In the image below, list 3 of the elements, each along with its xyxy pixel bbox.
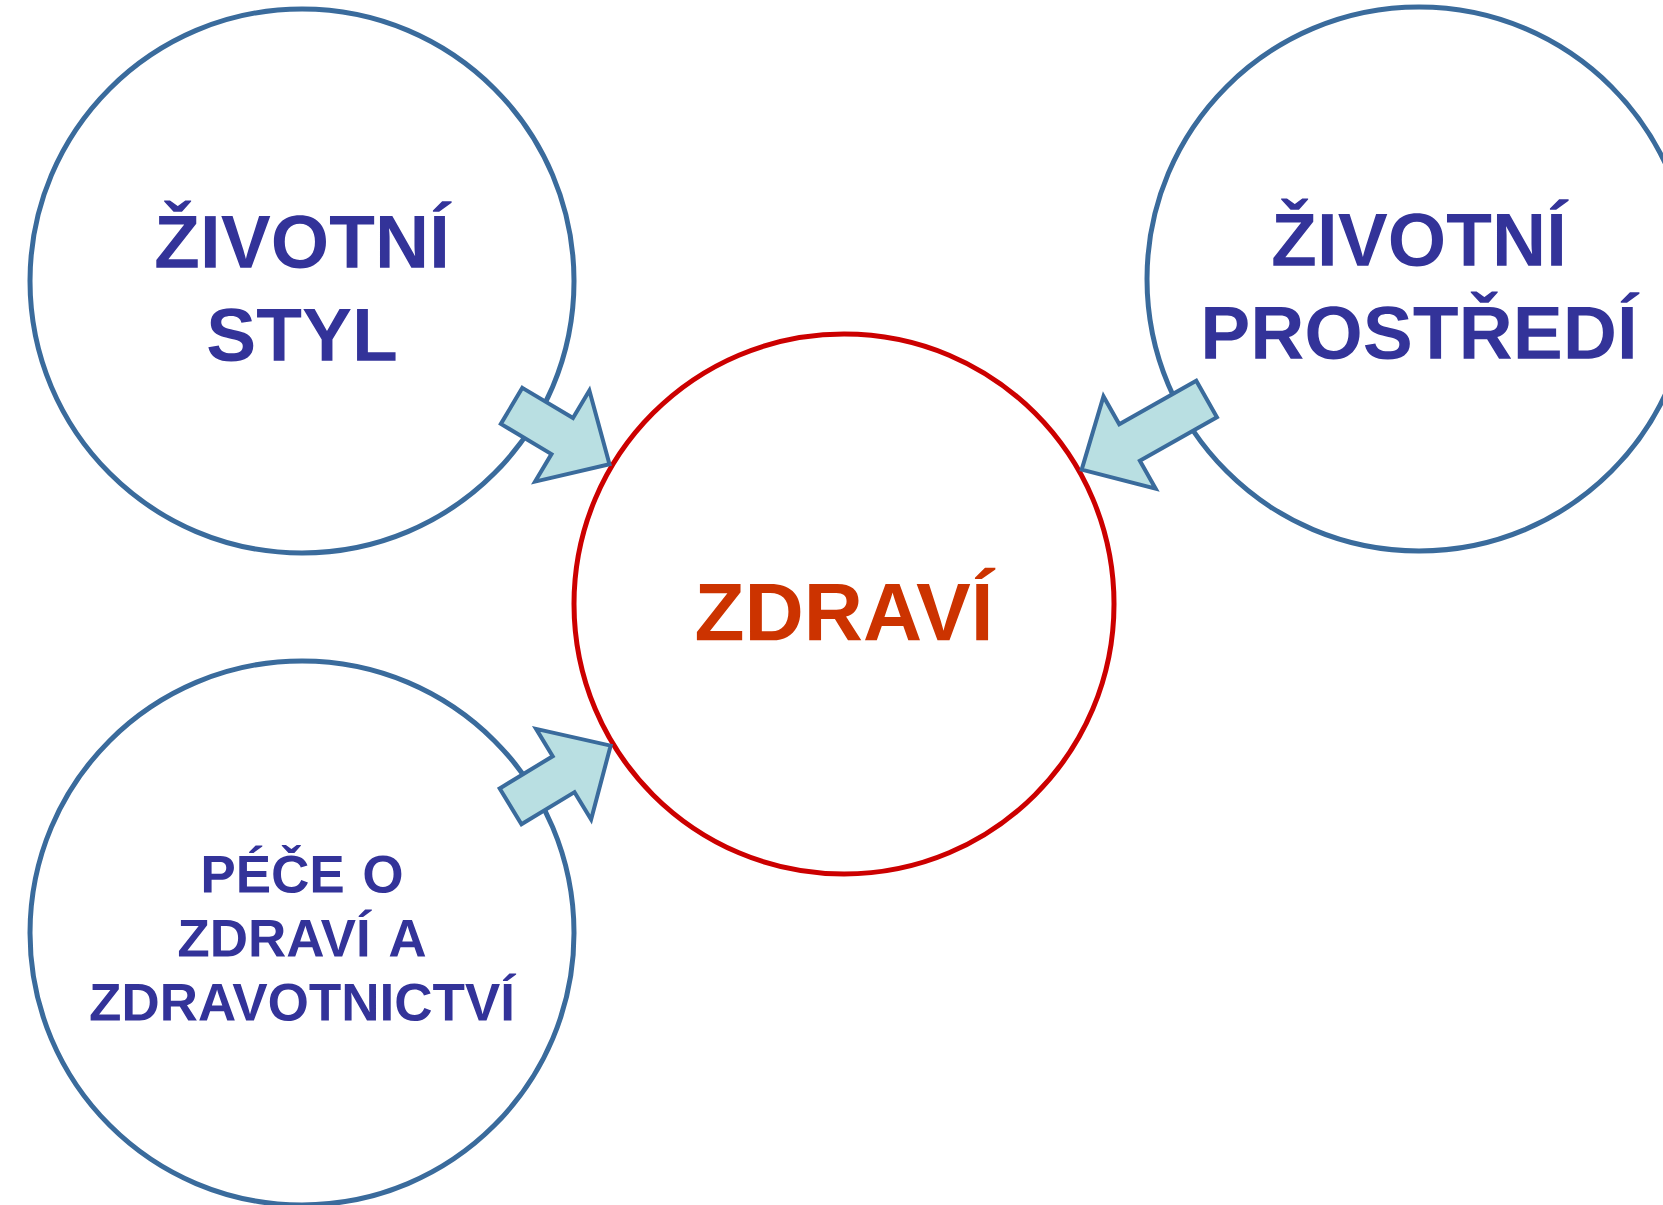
circle-node: ZDRAVÍ xyxy=(571,331,1117,877)
circle-node: ŽIVOTNÍ STYL xyxy=(27,6,577,556)
block-arrow xyxy=(498,385,612,485)
